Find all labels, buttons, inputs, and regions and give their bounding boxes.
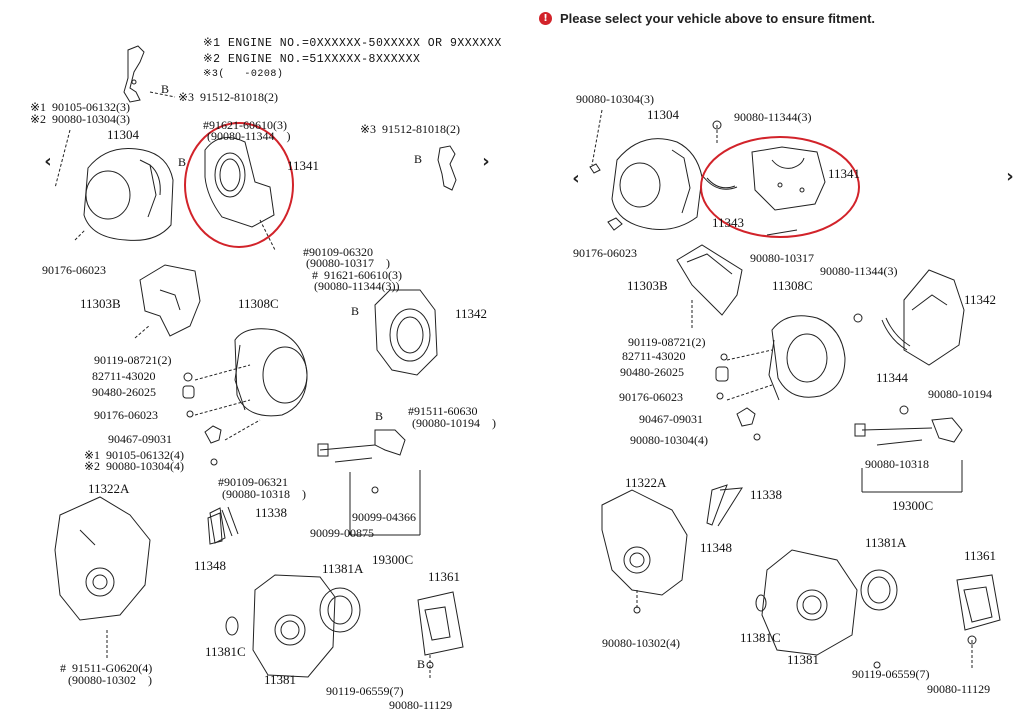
b-marker: B [351,304,360,318]
part-label: 82711-43020 [92,369,156,383]
part-label: ※2 90080-10304(3) [30,112,131,126]
part-label: 11304 [107,127,140,142]
part-label: (90080-10318 ) [222,487,306,501]
highlight-circle-11341-11343 [700,136,860,238]
left-parts-drawing [54,45,464,680]
part-label: 11381C [205,644,246,659]
b-marker: B [178,155,187,169]
part-label: 19300C [892,498,934,513]
part-label: (90080-10317 ) [306,256,390,270]
part-label: 11343 [712,215,745,230]
part-label: 90176-06023 [94,408,158,422]
part-label: 11308C [238,296,279,311]
part-label: 11381A [322,561,364,576]
part-label: 90480-26025 [620,365,684,379]
part-label: 90099-04366 [352,510,416,524]
part-label: 11342 [964,292,997,307]
part-label: 90099-00875 [310,526,374,540]
part-label: (90080-11344(3)) [314,279,400,293]
part-label: ※3 91512-81018(2) [360,122,461,136]
part-label: 11344 [876,370,909,385]
part-label: #90109-06320 [303,245,373,259]
part-label: 11381C [740,630,781,645]
b-marker: B [161,82,170,96]
part-label: 11304 [647,107,680,122]
part-label: 11348 [194,558,227,573]
part-label: 90119-08721(2) [628,335,706,349]
part-label: 90080-10304(3) [576,92,654,106]
part-label: 19300C [372,552,414,567]
part-label: 11381 [787,652,820,667]
part-label: 11361 [964,548,997,563]
part-label: 82711-43020 [622,349,686,363]
part-label: 90176-06023 [42,263,106,277]
part-label: 90176-06023 [573,246,637,260]
part-label: 11322A [88,481,130,496]
engine-note-1: ※1 ENGINE NO.=0XXXXXX-50XXXXX OR 9XXXXXX [203,37,502,50]
left-diagram-panel: ※1 ENGINE NO.=0XXXXXX-50XXXXX OR 9XXXXXX… [0,0,511,725]
part-label: 90080-10317 [750,251,814,265]
part-label: 90080-10302(4) [602,636,680,650]
part-label: 90080-11344(3) [734,110,812,124]
part-label: 11342 [455,306,488,321]
part-label: #90109-06321 [218,475,288,489]
part-label: (90080-11344 ) [207,129,291,143]
next-arrow-icon[interactable]: › [482,151,490,172]
engine-note-2: ※2 ENGINE NO.=51XXXXX-8XXXXXX [203,53,421,66]
part-label: 11341 [287,158,320,173]
part-label: 90080-11129 [389,698,453,712]
part-label: ※1 90105-06132(4) [84,448,185,462]
part-label: ※2 90080-10304(4) [84,459,185,473]
part-label: (90080-10302 ) [68,673,152,687]
part-label: 90119-06559(7) [852,667,930,681]
part-label: 11348 [700,540,733,555]
part-label: 11338 [750,487,783,502]
part-label: 90080-11129 [927,682,991,696]
part-label: ※1 90105-06132(3) [30,100,131,114]
part-label: ※3 91512-81018(2) [178,90,279,104]
part-label: 90080-11344(3) [820,264,898,278]
part-label: 90080-10194 [928,387,992,401]
prev-arrow-icon[interactable]: ‹ [572,168,580,189]
part-label: 11341 [828,166,861,181]
part-label: # 91621-60610(3) [312,268,402,282]
prev-arrow-icon[interactable]: ‹ [44,151,52,172]
part-label: 90119-08721(2) [94,353,172,367]
part-label: 11322A [625,475,667,490]
b-marker: B [414,152,423,166]
part-label: 90176-06023 [619,390,683,404]
highlight-circle-11341 [184,122,294,248]
part-label: # 91511-G0620(4) [60,661,153,675]
part-label: 90467-09031 [108,432,172,446]
part-label: 90467-09031 [639,412,703,426]
part-label: 11308C [772,278,813,293]
part-label: #91621-60610(3) [203,118,287,132]
part-label: 11381 [264,672,297,687]
b-marker: B [417,657,426,671]
part-label: 11338 [255,505,288,520]
part-label: 90119-06559(7) [326,684,404,698]
part-label: 90080-10318 [865,457,929,471]
b-marker: B [375,409,384,423]
part-label: (90080-10194 ) [412,416,496,430]
exclamation-icon: ! [539,11,552,25]
part-label: 90480-26025 [92,385,156,399]
right-diagram-panel: 90080-10304(3) 11304 90080-11344(3) 1134… [512,0,1023,725]
fitment-alert-text: Please select your vehicle above to ensu… [560,10,876,26]
part-label: #91511-60630 [408,404,478,418]
part-label: 90080-10304(4) [630,433,708,447]
right-parts-drawing [589,109,1001,670]
part-label: 11303B [80,296,121,311]
fitment-alert: ! Please select your vehicle above to en… [539,8,875,28]
next-arrow-icon[interactable]: › [1006,166,1014,187]
part-label: 11381A [865,535,907,550]
part-label: 11303B [627,278,668,293]
engine-note-3: ※3( -0208) [203,69,284,80]
part-label: 11361 [428,569,461,584]
